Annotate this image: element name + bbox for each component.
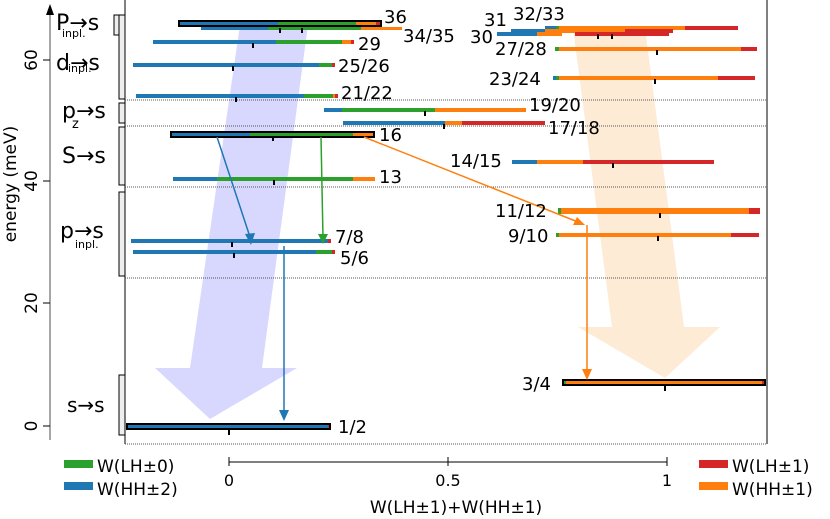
- y-tick-40: 40: [22, 170, 42, 192]
- state-bar-30: [497, 32, 669, 39]
- state-bar-32-33: [545, 26, 738, 30]
- x-axis-label: W(LH±1)+W(HH±1): [370, 498, 542, 518]
- label-29: 29: [358, 34, 381, 55]
- x-tick-0-5: 0.5: [435, 471, 460, 490]
- legend-swatch-lh1: [699, 460, 728, 468]
- x-tick-0: 0: [224, 471, 234, 490]
- group-label-S: S→s: [62, 144, 106, 169]
- label-1-2: 1/2: [338, 417, 367, 438]
- state-bar-14-15: [512, 160, 714, 168]
- group-label-pz: p→s: [62, 99, 106, 124]
- legend-label-hh2: W(HH±2): [97, 480, 178, 500]
- group-label-P-inpl: P→s: [56, 11, 99, 36]
- group-label-p-inpl: p→s: [60, 219, 104, 244]
- state-bar-16: [170, 131, 375, 141]
- transition-arrows: [216, 136, 592, 421]
- arrow-16-to-7-8-blue: [216, 136, 252, 241]
- y-tick-0: 0: [22, 421, 42, 432]
- label-19-20: 19/20: [529, 95, 581, 116]
- y-axis-arrow-icon: [46, 4, 54, 15]
- state-labels: 36 34/35 29 25/26 21/22 31 32/33 30 27/2…: [335, 4, 600, 438]
- y-tick-60: 60: [22, 49, 42, 71]
- state-bar-5-6: [133, 250, 335, 258]
- state-bar-3-4: [562, 379, 766, 391]
- legend-swatch-hh1: [699, 482, 728, 490]
- group-label-pz-sub: z: [72, 117, 79, 132]
- state-bar-36: [178, 20, 382, 27]
- label-30: 30: [470, 27, 493, 48]
- group-labels: P→s inpl. d→s inpl. p→s z S→s p→s inpl. …: [56, 11, 106, 417]
- state-bar-1-2: [126, 423, 331, 435]
- y-tick-20: 20: [22, 292, 42, 314]
- state-bar-9-10: [556, 233, 759, 241]
- label-32-33: 32/33: [513, 4, 565, 25]
- state-bar-29: [153, 40, 354, 48]
- label-25-26: 25/26: [338, 56, 390, 77]
- state-bar-17-18: [343, 121, 545, 129]
- label-16: 16: [379, 125, 402, 146]
- legend-label-lh1: W(LH±1): [732, 457, 809, 477]
- x-tick-1: 1: [662, 471, 672, 490]
- y-axis-label: energy (meV): [1, 126, 21, 243]
- label-13: 13: [379, 167, 402, 188]
- label-9-10: 9/10: [508, 226, 548, 247]
- label-5-6: 5/6: [340, 248, 369, 269]
- legend-right: W(LH±1) W(HH±1): [699, 457, 813, 500]
- state-bar-34-35: [201, 27, 402, 33]
- label-14-15: 14/15: [450, 151, 502, 172]
- label-3-4: 3/4: [522, 374, 551, 395]
- group-label-p-inpl-sub: inpl.: [75, 238, 99, 251]
- state-bar-13: [173, 177, 375, 185]
- state-bar-31: [511, 29, 673, 33]
- x-axis: 0 0.5 1 W(LH±1)+W(HH±1): [224, 457, 672, 518]
- label-27-28: 27/28: [495, 39, 547, 60]
- arrow-16-to-11-12-orange: [363, 136, 579, 223]
- hh-cascade-arrow: [155, 25, 308, 419]
- label-21-22: 21/22: [341, 83, 393, 104]
- label-23-24: 23/24: [489, 69, 541, 90]
- label-17-18: 17/18: [548, 118, 600, 139]
- group-label-d-inpl-sub: inpl.: [68, 62, 92, 75]
- state-bars: [126, 20, 766, 435]
- label-11-12: 11/12: [495, 201, 547, 222]
- y-axis: 60 40 20 0 energy (meV): [1, 4, 54, 440]
- arrow-16-to-7-8-green: [320, 136, 324, 239]
- label-34-35: 34/35: [403, 26, 455, 47]
- legend-label-lh0: W(LH±0): [97, 457, 174, 477]
- legend-label-hh1: W(HH±1): [732, 480, 813, 500]
- group-label-s: s→s: [67, 393, 105, 417]
- label-31: 31: [484, 10, 507, 31]
- state-bar-11-12: [558, 208, 760, 218]
- state-bar-23-24: [553, 76, 755, 84]
- group-brackets: [113, 14, 126, 436]
- group-label-P-inpl-sub: inpl.: [62, 27, 86, 40]
- label-36: 36: [384, 7, 407, 28]
- group-label-d-inpl: d→s: [56, 51, 100, 76]
- label-7-8: 7/8: [335, 227, 364, 248]
- state-bar-7-8: [131, 239, 331, 247]
- legend-left: W(LH±0) W(HH±2): [64, 457, 178, 500]
- big-arrows: [155, 25, 720, 419]
- state-bar-19-20: [324, 108, 526, 116]
- legend-swatch-lh0: [64, 460, 93, 468]
- hh1-cascade-arrow: [573, 28, 720, 378]
- legend-swatch-hh2: [64, 482, 93, 490]
- plot-frame: [124, 0, 768, 445]
- state-bar-25-26: [133, 63, 335, 71]
- state-bar-27-28: [555, 47, 757, 55]
- state-bar-21-22: [136, 94, 338, 102]
